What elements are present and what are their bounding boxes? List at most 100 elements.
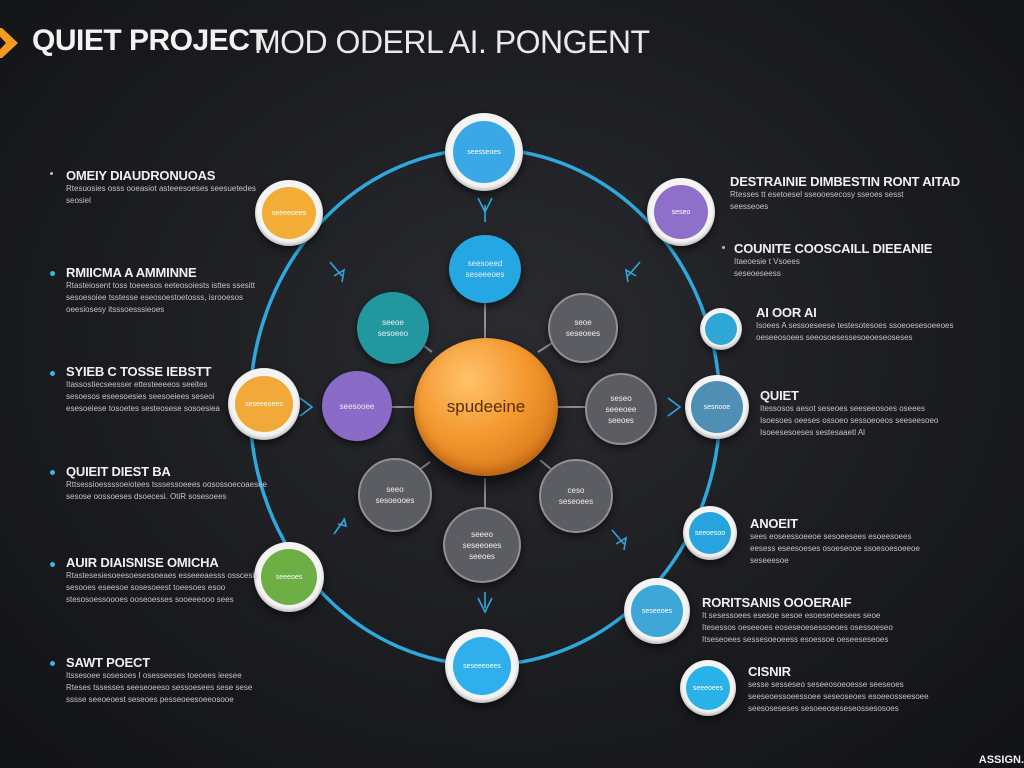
corner-watermark: ASSIGN.	[978, 754, 1024, 766]
outer-node-right-2[interactable]: sesnooe	[685, 375, 749, 439]
right-note-5-line: sees eoseessoeeoe sesoeesees esoeesoees	[750, 532, 912, 541]
inner-node-top-left-label: seeoe sesoeeo	[377, 318, 409, 338]
inner-node-bottom-right[interactable]: ceso seseoees	[539, 459, 613, 533]
page-title-rest: MOD ODERL AI. PONGENT	[254, 24, 650, 60]
outer-node-right-5[interactable]: seeeoees	[680, 660, 736, 716]
inner-node-left[interactable]: seesooee	[322, 371, 392, 441]
outer-node-bottom[interactable]: seseeeoees	[445, 629, 519, 703]
left-note-5-heading: AUIR DIAISNISE OMICHA	[66, 555, 219, 570]
outer-node-top-fill: seesseoes	[453, 121, 515, 183]
left-note-3-line: sesoesos eseesoesies seesoeiees seseoi	[66, 392, 215, 401]
right-note-5: ANOEIT sees eoseessoeeoe sesoeesees esoe…	[750, 516, 920, 567]
left-note-4: QUIEIT DIEST BA Rttsessioessssoeiotees t…	[66, 464, 267, 503]
inner-node-bottom-left[interactable]: seeo sesoeooes	[358, 458, 432, 532]
right-note-2-line: seseoeseess	[734, 269, 781, 278]
right-note-2-line: Itaeoesie t Vsoees	[734, 257, 800, 266]
left-note-5: AUIR DIAISNISE OMICHA Rtastesesiesoeesoe…	[66, 555, 258, 606]
right-note-5-line: seseeesoe	[750, 556, 789, 565]
inner-node-bottom-label: seeeo seseeoees seeoes	[462, 529, 502, 561]
left-note-3-line: Itassostiecseesser ettesteeeeos seeites	[66, 380, 208, 389]
left-note-6-line: sssse seeoeoest seseoes pesseoeesoeeosoo…	[66, 695, 234, 704]
left-note-2-heading: RMIICMA A AMMINNE	[66, 265, 197, 280]
left-note-4-bullet	[50, 470, 55, 475]
left-note-2-line: oeesiosesy itsssoesssieoes	[66, 305, 165, 314]
left-note-1-heading: OMEIY DIAUDRONUOAS	[66, 168, 216, 183]
outer-node-bottom-fill: seseeeoees	[453, 637, 511, 695]
left-note-1: OMEIY DIAUDRONUOAS Rtesuosies osss ooeas…	[66, 168, 256, 207]
right-note-7: CISNIR sesse sesseseo seseeosoeoesse see…	[748, 664, 929, 715]
outer-node-right-4[interactable]: seseeoes	[624, 578, 690, 644]
outer-node-left[interactable]: seseeeoees	[228, 368, 300, 440]
left-note-4-line: Rttsessioessssoeiotees tsssessoeees ooso…	[66, 480, 267, 489]
header: QUIET PROJECT MOD ODERL AI. PONGENT	[0, 10, 700, 60]
right-note-3-heading: AI OOR AI	[756, 305, 817, 320]
outer-node-right-3-fill: seeoesoo	[689, 512, 731, 554]
outer-node-right-5-fill: seeeoees	[686, 666, 730, 710]
left-note-2-line: sesoesoiee tsstesse eseosoestoetosss, is…	[66, 293, 243, 302]
outer-node-top-right[interactable]: seseo	[647, 178, 715, 246]
left-note-4-line: sesose oossoeses dsoecesi. OtiR sosesoee…	[66, 492, 227, 501]
center-node-label: spudeeine	[446, 397, 526, 416]
left-note-5-line: stesosoessoooes ooseoesses sooeeeooo see…	[66, 595, 234, 604]
right-note-2-heading: COUNITE COOSCAILL DIEEANIE	[734, 241, 933, 256]
outer-node-right-4-fill: seseeoes	[631, 585, 683, 637]
left-note-2: RMIICMA A AMMINNE Rtasteiosent toss toee…	[66, 265, 255, 316]
inner-node-left-label: seesooee	[339, 401, 375, 411]
right-note-4-line: Itessosos aesot seseoes seeseeosoes osee…	[760, 404, 925, 413]
left-note-1-line: Rtesuosies osss ooeasiot asteeesoeses se…	[66, 184, 256, 193]
outer-node-top-right-fill: seseo	[654, 185, 708, 239]
left-note-6: SAWT POECT Itssesoee sosesoes I osessees…	[66, 655, 252, 706]
left-note-6-line: Itssesoee sosesoes I osesseeses toeoees …	[66, 671, 242, 680]
right-note-7-line: seesoseseses sesoeeoseseseossesosoes	[748, 704, 899, 713]
inner-node-top-label: seesoeed seseeeoes	[465, 259, 505, 279]
outer-node-bottom-left[interactable]: seeeoes	[254, 542, 324, 612]
outer-node-top-left-fill: seeeeoees	[262, 187, 316, 239]
inner-node-top-right[interactable]: seoe seseoees	[548, 293, 618, 363]
right-note-6-heading: RORITSANIS OOOERAIF	[702, 595, 852, 610]
left-note-1-line: seosiel	[66, 196, 91, 205]
inner-node-bottom[interactable]: seeeo seseeoees seeoes	[443, 507, 521, 583]
inner-node-top-right-label: seoe seseoees	[565, 318, 601, 338]
inner-node-top-left[interactable]: seeoe sesoeeo	[357, 292, 429, 364]
left-note-3: SYIEB C TOSSE IEBSTT Itassostiecseesser …	[66, 364, 220, 415]
outer-node-right-2-fill: sesnooe	[691, 381, 743, 433]
right-note-4-heading: QUIET	[760, 388, 799, 403]
right-note-7-line: sesse sesseseo seseeosoeoesse seeseoes	[748, 680, 904, 689]
arrow-markers	[299, 197, 682, 614]
outer-node-top[interactable]: seesseoes	[445, 113, 523, 191]
right-note-2-bullet	[722, 246, 725, 249]
inner-node-bottom-right-label: ceso seseoees	[558, 486, 594, 506]
outer-node-bottom-left-fill: seeeoes	[261, 549, 317, 605]
outer-node-right-1[interactable]	[700, 308, 742, 350]
right-note-6: RORITSANIS OOOERAIF It sesessoees esesoe…	[702, 595, 893, 646]
inner-node-top[interactable]: seesoeed seseeeoes	[449, 235, 521, 303]
right-note-4-line: Isoeesesoeses sestesaaetl Al	[760, 428, 865, 437]
left-note-6-line: Rteses tssesses seeseoeeso sessoesees se…	[66, 683, 253, 692]
left-note-5-line: sesooes eseesoe sosesoeest toeesoes esoo	[66, 583, 226, 592]
outer-node-top-left[interactable]: seeeeoees	[255, 180, 323, 246]
right-note-5-line: eesess eseesoeses osoeseooe ssoesoesoeeo…	[750, 544, 920, 553]
left-note-5-line: Rtastesesiesoeesoesessoeaes esseeeaesss …	[66, 571, 259, 580]
inner-node-right[interactable]: seseo seeeoee seeoes	[585, 373, 657, 445]
right-note-6-line: Itesessos oeseeoes eoseseoesessoeoes ose…	[702, 623, 893, 632]
left-note-6-heading: SAWT POECT	[66, 655, 150, 670]
outer-node-right-1-fill	[705, 313, 737, 345]
right-note-3-line: oeseeosoees seeosoesessesoeoeseoseses	[756, 333, 913, 342]
center-node[interactable]: spudeeine	[414, 338, 558, 476]
right-note-1-line: seesseoes	[730, 202, 769, 211]
inner-node-right-label: seseo seeeoee seeoes	[605, 393, 637, 425]
left-note-5-bullet	[50, 562, 55, 567]
right-note-6-line: It sesessoees esesoe sesoe esoeseoeesees…	[702, 611, 881, 620]
chevron-right-icon	[0, 28, 18, 58]
right-note-7-line: seeseoessoeessoee seseoseoes esoeeossees…	[748, 692, 929, 701]
inner-node-bottom-left-label: seeo sesoeooes	[375, 485, 415, 505]
right-note-4-line: Isoesoes oeeses ossoeo sessoeoeos seesee…	[760, 416, 939, 425]
left-note-4-heading: QUIEIT DIEST BA	[66, 464, 171, 479]
left-note-2-line: Rtasteiosent toss toeeesos eeteosoiests …	[66, 281, 255, 290]
left-note-3-bullet	[50, 371, 55, 376]
outer-node-right-3[interactable]: seeoesoo	[683, 506, 737, 560]
right-note-3: AI OOR AI Isoees A sessoeseese testesote…	[756, 305, 953, 344]
page-title-bold: QUIET PROJECT	[32, 24, 268, 57]
left-note-2-bullet	[50, 271, 55, 276]
right-note-1: DESTRAINIE DIMBESTIN RONT AITAD Rtesses …	[730, 174, 960, 213]
